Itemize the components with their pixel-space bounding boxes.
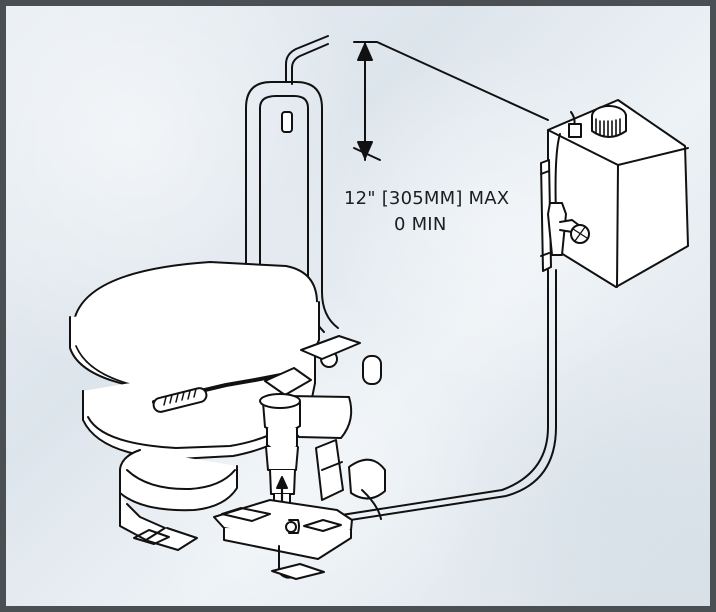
loop-hose-clamp (281, 111, 293, 133)
loop-hose-top (245, 81, 339, 329)
dimension-arrow-up (357, 43, 373, 61)
vent-hose-inner (291, 43, 329, 85)
pump-linkage (264, 367, 312, 396)
baseplate-slot-right (303, 519, 342, 532)
toilet-foot-slot (133, 529, 170, 545)
dimension-label-min: 0 MIN (394, 214, 446, 235)
tank-cap-side (591, 115, 627, 138)
dimension-label-max: 12" [305MM] MAX (344, 188, 509, 209)
toilet-base-edge (126, 469, 236, 491)
water-supply-hose (289, 269, 549, 524)
tank-bracket (540, 159, 552, 272)
loop-hose-left (245, 107, 255, 286)
pump-side-cap (362, 355, 382, 385)
discharge-elbow-outlet (361, 489, 382, 520)
discharge-elbow (348, 458, 386, 500)
pump-baseplate-side (223, 527, 352, 560)
upper-reference-line (353, 41, 549, 121)
tank-cap-ridges (595, 118, 621, 138)
vent-hose (285, 35, 329, 83)
pump-handle-grip-ridges (163, 388, 197, 406)
toilet-foot-left (119, 492, 166, 541)
tank-bracket-slots (540, 170, 550, 257)
tank-front-edge (616, 164, 619, 288)
water-inlet-connector-nut (285, 521, 297, 533)
toilet-base (119, 449, 238, 512)
tank-neck-fitting (568, 123, 582, 138)
shutoff-valve-knob-ridges (572, 226, 588, 242)
pump-handle-grip (152, 387, 208, 413)
discharge-pipe (315, 439, 344, 501)
loop-hose-left-inner (259, 107, 269, 286)
baseplate-slot-left (221, 507, 271, 522)
water-supply-hose-inner (291, 269, 557, 530)
mounting-foot-plate (271, 563, 325, 580)
pump-valve-section (265, 446, 299, 471)
dimension-arrow-down (357, 141, 373, 159)
shutoff-valve-body (547, 202, 567, 256)
pump-top-arm (300, 335, 361, 360)
pump-flow-arrow (276, 476, 288, 489)
discharge-pipe-band (321, 461, 343, 471)
pump-chamber-top (259, 393, 301, 409)
